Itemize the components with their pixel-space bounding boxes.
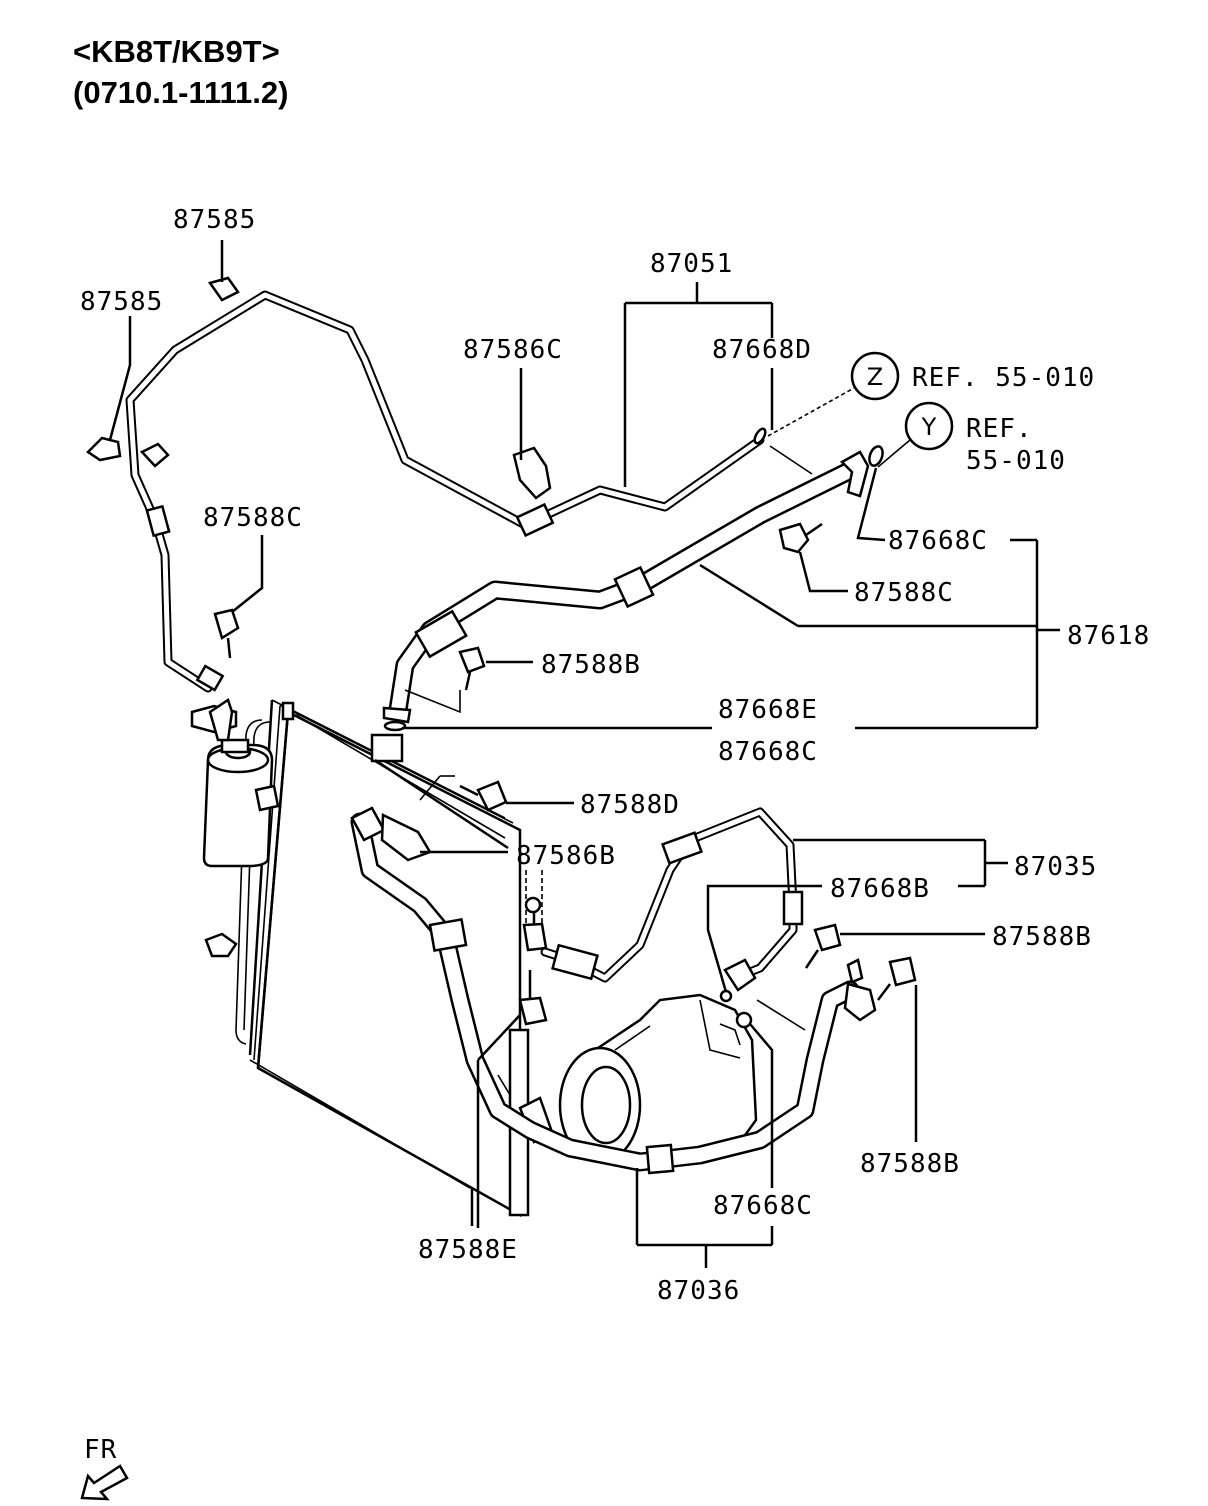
callout-ref-y-line2[interactable]: 55-010 — [966, 446, 1066, 476]
callout-87588D[interactable]: 87588D — [580, 790, 680, 820]
receiver-drier — [190, 704, 280, 868]
callout-labels: 87585 87585 87051 87586C 87668D REF. 55-… — [80, 205, 1150, 1306]
callout-87668B[interactable]: 87668B — [830, 874, 930, 904]
callout-87588C-right[interactable]: 87588C — [854, 578, 954, 608]
callout-87586C[interactable]: 87586C — [463, 335, 563, 365]
callout-87036[interactable]: 87036 — [657, 1276, 740, 1306]
pipe-87051-liquid-line — [125, 290, 765, 742]
callout-87668E[interactable]: 87668E — [718, 695, 818, 725]
front-direction-indicator: FR — [80, 1435, 129, 1501]
callout-87668C-low[interactable]: 87668C — [713, 1191, 813, 1221]
callout-87668D[interactable]: 87668D — [712, 335, 812, 365]
callout-87588B-low[interactable]: 87588B — [860, 1149, 960, 1179]
hose-87036-suction-lower — [350, 806, 877, 1175]
front-arrow-icon — [80, 1464, 129, 1501]
callout-87618[interactable]: 87618 — [1067, 621, 1150, 651]
condenser — [204, 699, 554, 1218]
callout-87668C-mid[interactable]: 87668C — [718, 737, 818, 767]
callout-87588C-left[interactable]: 87588C — [203, 503, 303, 533]
hardware — [86, 276, 917, 1029]
callout-87668C-top[interactable]: 87668C — [888, 526, 988, 556]
callout-ref-y-line1[interactable]: REF. — [966, 414, 1033, 444]
hose-87618-suction — [370, 450, 870, 763]
ref-marker-y-letter: Y — [921, 413, 937, 441]
compressor — [558, 993, 758, 1164]
callout-87586B[interactable]: 87586B — [516, 841, 616, 871]
date-range: (0710.1-1111.2) — [73, 75, 288, 110]
ref-marker-z-letter: Z — [867, 363, 883, 391]
callout-ref-z[interactable]: REF. 55-010 — [912, 363, 1095, 393]
callout-87588B-mid[interactable]: 87588B — [541, 650, 641, 680]
ref-marker-z[interactable]: Z — [850, 351, 900, 401]
ref-marker-y[interactable]: Y — [904, 401, 954, 451]
pipe-87035-discharge — [540, 807, 804, 992]
callout-87588E[interactable]: 87588E — [418, 1235, 518, 1265]
callout-87585-top[interactable]: 87585 — [173, 205, 256, 235]
leader-lines — [108, 240, 1060, 1268]
callout-87035[interactable]: 87035 — [1014, 852, 1097, 882]
callout-87585-left[interactable]: 87585 — [80, 287, 163, 317]
callout-87588B-right[interactable]: 87588B — [992, 922, 1092, 952]
front-direction-label: FR — [84, 1435, 117, 1465]
model-code: <KB8T/KB9T> — [73, 34, 280, 69]
callout-87051[interactable]: 87051 — [650, 249, 733, 279]
